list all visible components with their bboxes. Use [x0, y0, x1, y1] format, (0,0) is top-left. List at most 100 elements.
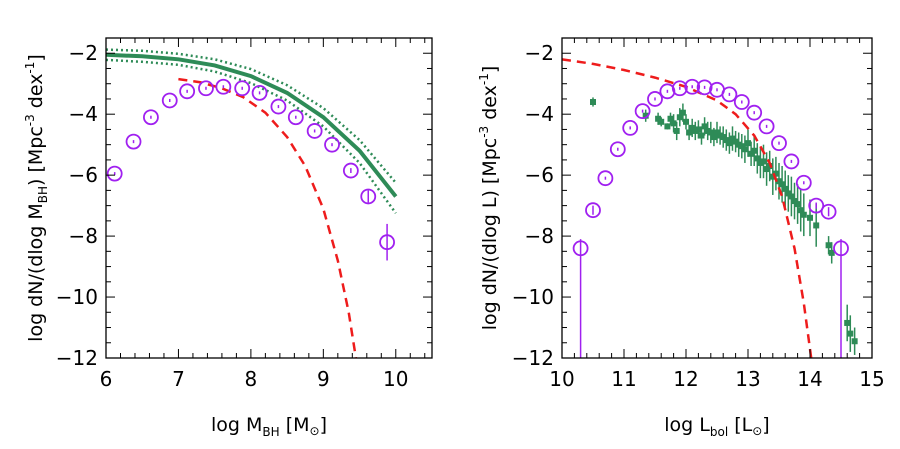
purple-circle-point: [671, 80, 688, 97]
red-dashed-line: [562, 58, 813, 358]
purple-circle-point: [647, 91, 663, 107]
green-square-point: [673, 127, 680, 134]
green-square-point: [658, 118, 665, 125]
y-tick-label: −6: [69, 163, 98, 187]
y-tick-label: −4: [69, 102, 98, 126]
green-square-point: [763, 166, 770, 173]
green-square-point: [732, 138, 739, 145]
purple-circle-point: [287, 109, 304, 126]
x-tick-label: 13: [735, 367, 760, 391]
green-square-point: [779, 181, 786, 188]
green-square-point: [851, 338, 858, 345]
x-axis-label: log Lbol [L⊙]: [664, 414, 769, 439]
y-axis-label: log dN/(dlog MBH) [Mpc-3 dex-1]: [23, 54, 50, 342]
purple-circle-point: [324, 136, 340, 153]
green-square-point: [686, 129, 693, 136]
purple-circle-point: [758, 118, 775, 135]
plot-area: [562, 58, 858, 358]
purple-circle-point: [684, 78, 701, 95]
purple-circle-point: [198, 80, 214, 97]
y-tick-label: −2: [69, 41, 98, 65]
x-tick-label: 9: [317, 367, 330, 391]
purple-circle-point: [251, 84, 268, 101]
green-square-point: [776, 178, 782, 185]
y-label-sup: -3: [23, 114, 37, 126]
plot-area: [106, 48, 398, 358]
green-square-point: [698, 132, 705, 139]
purple-circle-point: [833, 240, 849, 257]
green-square-point: [695, 126, 702, 133]
green-square-point: [667, 115, 674, 122]
green-square-point: [828, 249, 835, 256]
green-solid-line: [106, 52, 398, 198]
green-square-point: [738, 143, 745, 150]
x-label-unit: [L: [728, 414, 752, 436]
green-square-point: [772, 170, 779, 177]
purple-circle-point: [572, 240, 589, 257]
green-square-point: [782, 185, 789, 192]
purple-circle-point: [215, 78, 232, 95]
sun-symbol: ⊙: [310, 424, 320, 438]
purple-circle-point: [771, 135, 787, 152]
purple-circle-point: [306, 123, 323, 139]
green-dotted-upper-line: [106, 48, 397, 184]
y-tick-label: −12: [512, 346, 554, 370]
y-label-mid: dex: [25, 74, 47, 115]
x-tick-label: 10: [549, 367, 574, 391]
green-square-point: [757, 159, 764, 166]
green-square-point: [642, 112, 649, 119]
green-square-point: [714, 129, 720, 136]
purple-circle-point: [634, 103, 651, 120]
purple-circle-point: [696, 79, 713, 96]
x-tick-label: 15: [859, 367, 884, 391]
x-label-sub: BH: [262, 425, 279, 439]
green-square-point: [813, 222, 820, 229]
green-square-point: [723, 137, 730, 144]
y-label-sup: -1: [477, 73, 491, 85]
x-tick-label: 7: [172, 367, 185, 391]
green-square-point: [807, 214, 813, 221]
x-tick-label: 6: [100, 367, 113, 391]
y-tick-label: −10: [56, 285, 98, 309]
ticks: [561, 37, 873, 359]
purple-circle-point: [733, 94, 750, 110]
x-tick-label: 14: [797, 367, 822, 391]
green-square-point: [710, 134, 717, 141]
x-label-unit: [M: [280, 414, 310, 436]
x-label-close: ]: [320, 414, 327, 436]
y-label-tail: ) [Mpc: [25, 126, 47, 186]
purple-circle-point: [106, 165, 123, 182]
plot-frame: [561, 37, 873, 359]
green-square-point: [794, 201, 801, 208]
purple-circle-point: [379, 234, 395, 251]
sun-symbol: ⊙: [752, 424, 762, 438]
green-square-point: [735, 141, 742, 148]
green-square-point: [785, 190, 792, 197]
x-tick-label: 8: [245, 367, 258, 391]
purple-circle-point: [585, 202, 601, 219]
green-square-point: [754, 155, 761, 162]
purple-circle-point: [622, 120, 639, 136]
x-tick-label: 12: [673, 367, 698, 391]
y-tick-label: −2: [525, 41, 554, 65]
green-square-point: [655, 115, 662, 122]
y-label-sub: BH: [36, 186, 50, 203]
green-square-point: [717, 132, 724, 139]
x-label-main: log M: [211, 414, 262, 436]
green-square-point: [720, 134, 727, 141]
green-square-point: [701, 123, 708, 130]
x-tick-label: 11: [611, 367, 636, 391]
y-label-end: ]: [25, 54, 47, 61]
purple-circle-point: [820, 203, 837, 220]
x-tick-label: 10: [383, 367, 408, 391]
green-square-point: [704, 127, 711, 134]
green-square-point: [748, 150, 755, 157]
purple-circle-point: [360, 188, 377, 205]
y-label-main: log dN/(dlog M: [25, 203, 47, 342]
purple-circle-point: [179, 83, 196, 100]
purple-circle-point: [795, 174, 812, 191]
purple-circle-point: [234, 80, 251, 97]
